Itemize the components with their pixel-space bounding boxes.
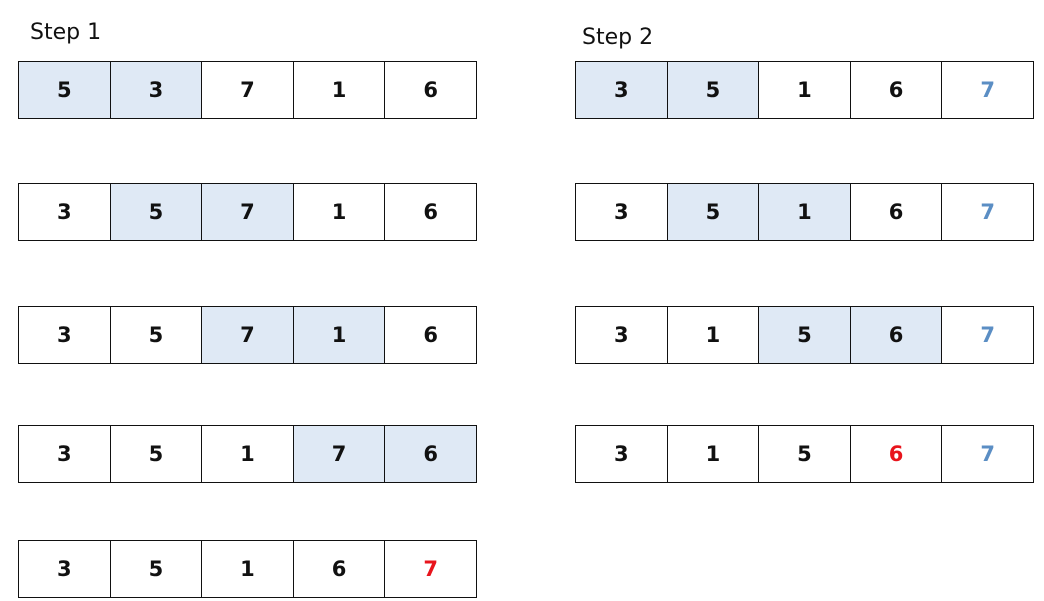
array-cell: 6 (385, 184, 477, 240)
step1-row-1: 5 3 7 1 6 (18, 61, 477, 119)
step2-row-2: 3 5 1 6 7 (575, 183, 1034, 241)
array-cell: 5 (110, 541, 203, 597)
array-cell: 1 (202, 541, 294, 597)
array-cell: 6 (850, 307, 943, 363)
array-cell: 3 (576, 184, 668, 240)
step2-title: Step 2 (582, 25, 654, 50)
step2-row-1: 3 5 1 6 7 (575, 61, 1034, 119)
array-cell: 1 (759, 62, 851, 118)
array-cell: 3 (110, 62, 203, 118)
array-cell: 6 (385, 62, 477, 118)
array-cell: 6 (385, 307, 477, 363)
array-cell: 5 (759, 426, 851, 482)
array-cell: 5 (667, 184, 760, 240)
array-cell: 1 (667, 426, 760, 482)
array-cell: 1 (202, 426, 294, 482)
array-cell: 5 (19, 62, 111, 118)
array-cell: 1 (293, 62, 386, 118)
array-cell: 1 (759, 184, 851, 240)
step1-row-4: 3 5 1 7 6 (18, 425, 477, 483)
array-cell: 5 (110, 184, 203, 240)
array-cell: 3 (19, 426, 111, 482)
array-cell: 6 (850, 426, 943, 482)
step1-title: Step 1 (30, 20, 102, 45)
array-cell: 5 (667, 62, 760, 118)
array-cell: 7 (202, 184, 294, 240)
array-cell: 5 (110, 426, 203, 482)
array-cell: 7 (202, 62, 294, 118)
array-cell: 7 (942, 62, 1034, 118)
array-cell: 7 (942, 307, 1034, 363)
array-cell: 6 (850, 62, 943, 118)
array-cell: 6 (385, 426, 477, 482)
array-cell: 7 (942, 184, 1034, 240)
array-cell: 6 (850, 184, 943, 240)
array-cell: 3 (576, 426, 668, 482)
step1-row-3: 3 5 7 1 6 (18, 306, 477, 364)
step1-row-2: 3 5 7 1 6 (18, 183, 477, 241)
step1-row-5: 3 5 1 6 7 (18, 540, 477, 598)
array-cell: 5 (110, 307, 203, 363)
array-cell: 3 (19, 541, 111, 597)
array-cell: 1 (293, 184, 386, 240)
array-cell: 7 (202, 307, 294, 363)
array-cell: 7 (385, 541, 477, 597)
array-cell: 6 (293, 541, 386, 597)
array-cell: 3 (19, 307, 111, 363)
array-cell: 5 (759, 307, 851, 363)
array-cell: 3 (576, 62, 668, 118)
array-cell: 1 (667, 307, 760, 363)
step2-row-3: 3 1 5 6 7 (575, 306, 1034, 364)
array-cell: 1 (293, 307, 386, 363)
array-cell: 7 (942, 426, 1034, 482)
step2-row-4: 3 1 5 6 7 (575, 425, 1034, 483)
array-cell: 7 (293, 426, 386, 482)
array-cell: 3 (19, 184, 111, 240)
array-cell: 3 (576, 307, 668, 363)
